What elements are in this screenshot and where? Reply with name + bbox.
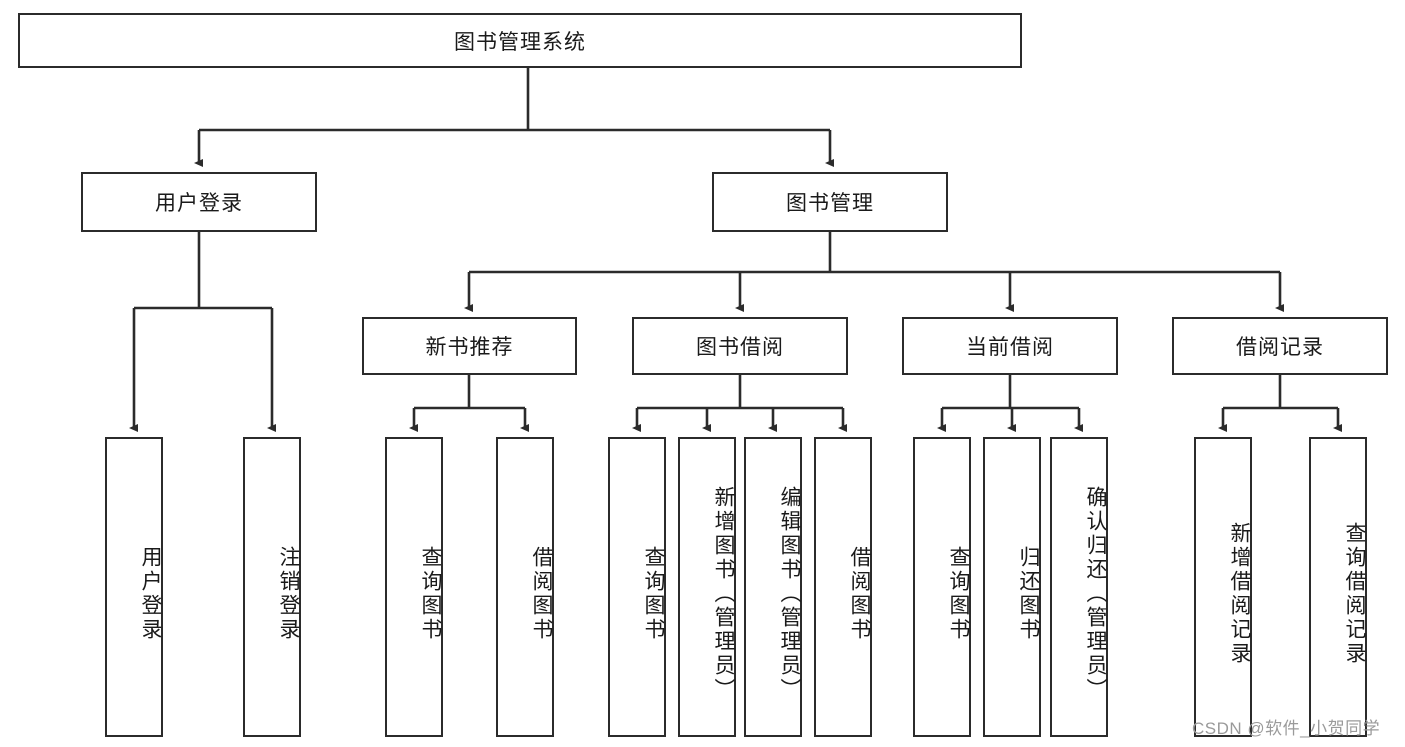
node-label: 用户登录 bbox=[139, 546, 162, 642]
node-book-borrow[interactable]: 图书借阅 bbox=[632, 317, 848, 375]
leaf-add-book-admin[interactable]: 新增图书（管理员） bbox=[678, 437, 736, 737]
csdn-watermark: CSDN @软件_小贺同学 bbox=[1192, 719, 1381, 738]
node-label: 借阅记录 bbox=[1236, 336, 1324, 359]
leaf-logout[interactable]: 注销登录 bbox=[243, 437, 301, 737]
node-label: 借阅图书 bbox=[848, 546, 871, 642]
node-label: 查询借阅记录 bbox=[1343, 522, 1366, 666]
node-user-login[interactable]: 用户登录 bbox=[81, 172, 317, 232]
leaf-query-book-current[interactable]: 查询图书 bbox=[913, 437, 971, 737]
leaf-add-borrow-record[interactable]: 新增借阅记录 bbox=[1194, 437, 1252, 737]
node-label: 图书借阅 bbox=[696, 336, 784, 359]
node-label: 用户登录 bbox=[155, 192, 243, 215]
leaf-query-book-recommend[interactable]: 查询图书 bbox=[385, 437, 443, 737]
node-current-borrow[interactable]: 当前借阅 bbox=[902, 317, 1118, 375]
leaf-query-borrow-record[interactable]: 查询借阅记录 bbox=[1309, 437, 1367, 737]
node-book-management[interactable]: 图书管理 bbox=[712, 172, 948, 232]
leaf-user-login[interactable]: 用户登录 bbox=[105, 437, 163, 737]
node-label: 图书管理系统 bbox=[454, 30, 586, 54]
node-new-book-recommend[interactable]: 新书推荐 bbox=[362, 317, 577, 375]
leaf-borrow-book-recommend[interactable]: 借阅图书 bbox=[496, 437, 554, 737]
node-label: 查询图书 bbox=[947, 546, 970, 642]
node-label: 查询图书 bbox=[642, 546, 665, 642]
node-label: 当前借阅 bbox=[966, 336, 1054, 359]
leaf-query-book-borrow[interactable]: 查询图书 bbox=[608, 437, 666, 737]
node-label: 编辑图书（管理员） bbox=[778, 486, 801, 702]
node-label: 图书管理 bbox=[786, 192, 874, 215]
node-label: 确认归还（管理员） bbox=[1084, 486, 1107, 702]
node-label: 注销登录 bbox=[277, 546, 300, 642]
node-label: 新书推荐 bbox=[425, 336, 514, 359]
leaf-edit-book-admin[interactable]: 编辑图书（管理员） bbox=[744, 437, 802, 737]
node-borrow-records[interactable]: 借阅记录 bbox=[1172, 317, 1388, 375]
node-label: 查询图书 bbox=[419, 546, 442, 642]
node-root-system[interactable]: 图书管理系统 bbox=[18, 13, 1022, 68]
leaf-return-book[interactable]: 归还图书 bbox=[983, 437, 1041, 737]
leaf-borrow-book[interactable]: 借阅图书 bbox=[814, 437, 872, 737]
leaf-confirm-return-admin[interactable]: 确认归还（管理员） bbox=[1050, 437, 1108, 737]
node-label: 归还图书 bbox=[1017, 546, 1040, 642]
node-label: 新增借阅记录 bbox=[1228, 522, 1251, 666]
node-label: 借阅图书 bbox=[530, 546, 553, 642]
node-label: 新增图书（管理员） bbox=[712, 486, 735, 702]
